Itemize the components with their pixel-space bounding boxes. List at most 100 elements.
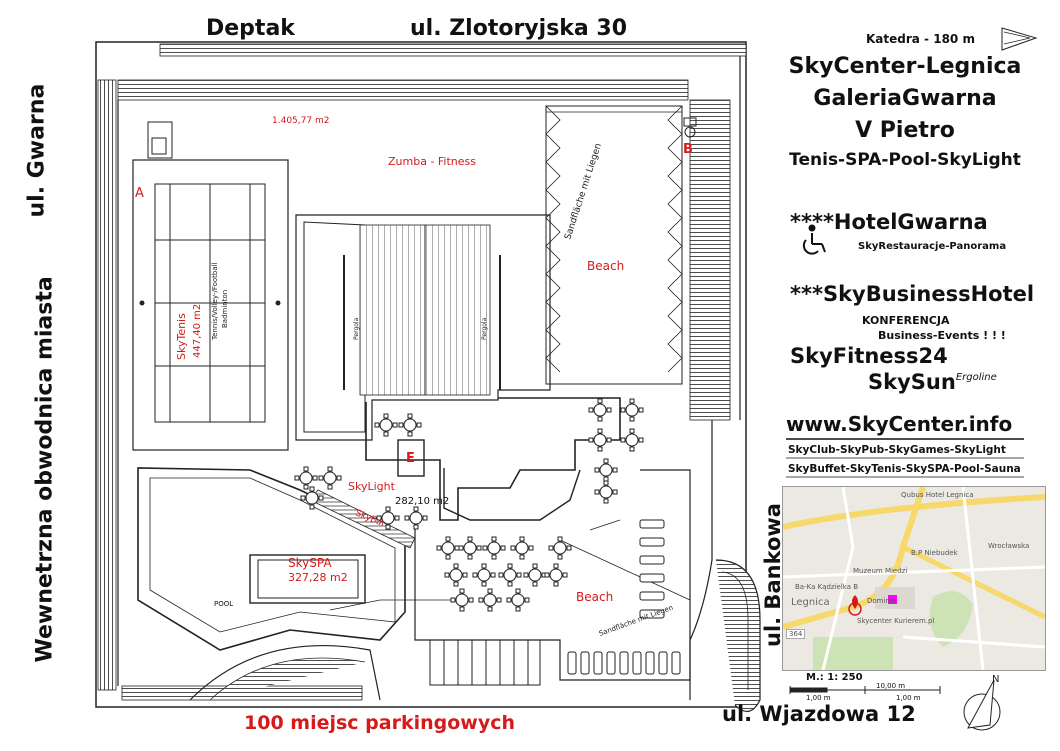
- chair: [516, 572, 522, 578]
- chair: [413, 506, 419, 512]
- chair: [407, 413, 413, 419]
- lounger-4: [619, 651, 629, 675]
- chair: [532, 563, 538, 569]
- chair: [597, 428, 603, 434]
- chair: [481, 563, 487, 569]
- skytenis-label: SkyTenis: [175, 313, 188, 360]
- map-road-number: 364: [786, 629, 806, 639]
- location-map[interactable]: Qubus Hotel Legnica Wrocławska Muzeum Mi…: [782, 486, 1046, 671]
- street-zlotoryjska: ul. Zlotoryjska 30: [410, 16, 628, 41]
- ramp-curve: [689, 420, 761, 712]
- hotel-business: ***SkyBusinessHotel: [790, 282, 1035, 306]
- table-1: [403, 418, 417, 432]
- chair: [553, 581, 559, 587]
- chair: [394, 515, 400, 521]
- table-19: [511, 593, 525, 607]
- chair: [557, 554, 563, 560]
- chair: [519, 554, 525, 560]
- lounger-8: [671, 651, 681, 675]
- chair: [478, 597, 484, 603]
- katedra-label: Katedra - 180 m: [866, 32, 975, 46]
- table-22: [323, 471, 337, 485]
- chair: [498, 572, 504, 578]
- parking-label: 100 miejsc parkingowych: [244, 712, 516, 734]
- chair: [588, 407, 594, 413]
- table-12: [449, 568, 463, 582]
- website-link[interactable]: www.SkyCenter.info: [786, 412, 1013, 436]
- katedra-arrow-icon: [1001, 27, 1038, 51]
- chair: [629, 416, 635, 422]
- chair: [532, 581, 538, 587]
- chair: [422, 515, 428, 521]
- chair: [303, 466, 309, 472]
- chair: [515, 606, 521, 612]
- chair: [500, 545, 506, 551]
- chair: [562, 572, 568, 578]
- interior-walls: [132, 105, 691, 686]
- table-7: [599, 485, 613, 499]
- table-13: [477, 568, 491, 582]
- lounger-side-0: [639, 519, 665, 529]
- zumba-label: Zumba - Fitness: [388, 155, 477, 168]
- chair: [491, 554, 497, 560]
- scale-ratio: M.: 1: 250: [806, 672, 863, 683]
- chair: [458, 545, 464, 551]
- chair: [445, 554, 451, 560]
- chair: [588, 437, 594, 443]
- chair: [487, 606, 493, 612]
- chair: [612, 467, 618, 473]
- chair: [294, 475, 300, 481]
- chair: [476, 545, 482, 551]
- chair: [597, 416, 603, 422]
- table-21: [299, 471, 313, 485]
- table-23: [305, 491, 319, 505]
- lounger-0: [567, 651, 577, 675]
- title-tenis: Tenis-SPA-Pool-SkyLight: [789, 150, 1021, 170]
- chair: [629, 428, 635, 434]
- marker-e-label: E: [406, 451, 415, 466]
- table-9: [487, 541, 501, 555]
- chair: [459, 588, 465, 594]
- table-3: [625, 403, 639, 417]
- table-10: [515, 541, 529, 555]
- chair: [629, 446, 635, 452]
- restaurant-label: SkyRestauracje-Panorama: [858, 241, 1007, 252]
- chair: [620, 437, 626, 443]
- table-14: [503, 568, 517, 582]
- scale-tick-right: 1,00 m: [896, 694, 921, 702]
- tennis-sub1-label: Tennis/Volley-/Football: [211, 262, 219, 341]
- chair: [413, 524, 419, 530]
- lounger-2: [593, 651, 603, 675]
- map-hotel-label: Qubus Hotel Legnica: [901, 491, 974, 499]
- table-15: [528, 568, 542, 582]
- beach-top-label: Beach: [587, 259, 625, 273]
- pergola-left-label: Pergola: [353, 317, 360, 340]
- svg-text:N: N: [992, 674, 999, 685]
- outer-walls: [95, 41, 747, 708]
- chair: [523, 572, 529, 578]
- chair: [416, 422, 422, 428]
- street-obwodnica: Wewnetrzna obwodnica miasta: [32, 276, 58, 663]
- tables-group: [294, 398, 644, 612]
- chair: [510, 545, 516, 551]
- map-muzeum: Muzeum Miedzi: [853, 567, 908, 575]
- map-bakaka: Ba-Ka Kądzielka B: [795, 583, 859, 591]
- chair: [603, 498, 609, 504]
- chair: [524, 597, 530, 603]
- marker-b-symbol: [683, 117, 697, 138]
- street-wjazdowa: ul. Wjazdowa 12: [722, 702, 916, 726]
- chair: [496, 597, 502, 603]
- map-niebudek: B.P Niebudek: [911, 549, 958, 557]
- lounger-3: [606, 651, 616, 675]
- chair: [603, 480, 609, 486]
- skyfitness-label: SkyFitness24: [790, 344, 948, 368]
- conference-label: KONFERENCJA: [862, 314, 950, 327]
- services-line1: SkyClub-SkyPub-SkyGames-SkyLight: [788, 444, 1006, 456]
- sandflaeche-bottom-label: Sandfläche mit Liegen: [598, 604, 674, 638]
- chair: [309, 504, 315, 510]
- chair: [528, 545, 534, 551]
- chair: [467, 554, 473, 560]
- table-4: [593, 433, 607, 447]
- chair: [450, 597, 456, 603]
- chair: [444, 572, 450, 578]
